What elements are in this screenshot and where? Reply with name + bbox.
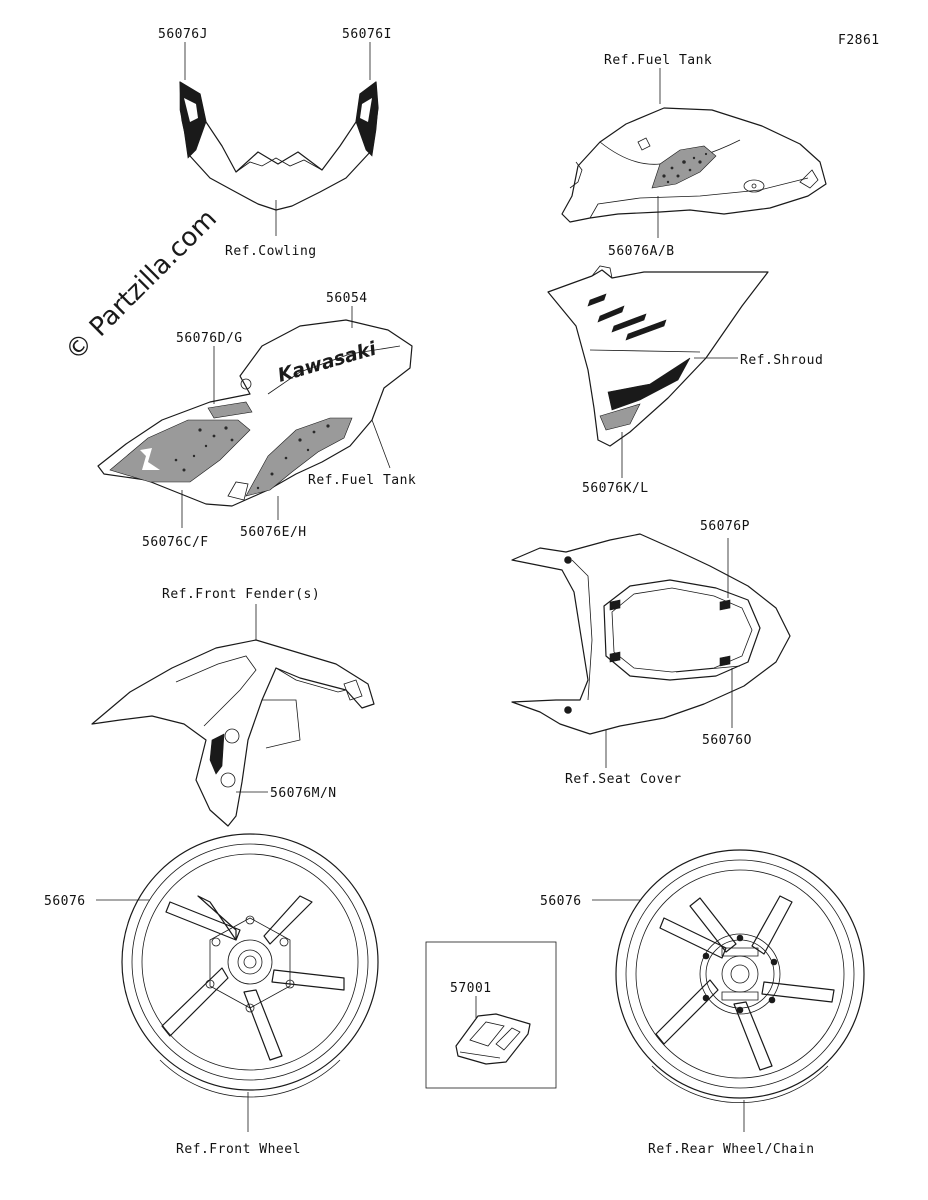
front-wheel-rim-outer	[121, 833, 379, 1091]
label-56076mn: 56076M/N	[270, 786, 337, 801]
label-56076kl: 56076K/L	[582, 481, 649, 496]
option-box	[425, 941, 557, 1089]
decal-56076ab	[651, 145, 717, 189]
label-57001: 57001	[450, 981, 492, 996]
rear-wheel-group: 56076 Ref.Rear Wheel/Chain	[540, 849, 865, 1157]
decal-56076o	[675, 665, 741, 673]
seat-insert	[603, 579, 761, 681]
label-56076eh: 56076E/H	[240, 525, 307, 540]
tank-side-decal-group: Kawasaki 56054 56076D/G Ref.Fuel Tank 56…	[97, 291, 416, 550]
label-56076j: 56076J	[158, 27, 208, 42]
front-fender-group: Ref.Front Fender(s) 56076M/N	[91, 587, 375, 827]
rear-wheel-rim-outer	[615, 849, 865, 1099]
cowling-outline	[179, 81, 379, 211]
figure-code: F2861	[838, 33, 880, 48]
seat-cover-group: 56076P 56076O Ref.Seat Cover	[511, 519, 791, 787]
label-56076p: 56076P	[700, 519, 750, 534]
label-56076cf: 56076C/F	[142, 535, 209, 550]
rear-wheel-spokes	[655, 895, 835, 1071]
label-ref-shroud: Ref.Shroud	[740, 353, 823, 368]
label-56076i: 56076I	[342, 27, 392, 42]
seat-cover-outline	[511, 533, 791, 735]
decal-56076cf	[109, 419, 251, 483]
label-56054: 56054	[326, 291, 368, 306]
decal-56076mn	[209, 733, 225, 775]
label-56076ab: 56076A/B	[608, 244, 675, 259]
label-56076dg: 56076D/G	[176, 331, 243, 346]
label-ref-cowling: Ref.Cowling	[225, 244, 317, 259]
tank-side-outline	[97, 319, 413, 507]
front-wheel-spokes	[161, 895, 345, 1061]
rear-wheel-rim-decal	[651, 1065, 829, 1104]
option-box-group: 57001	[425, 941, 557, 1089]
label-ref-rear-wheel: Ref.Rear Wheel/Chain	[648, 1142, 815, 1157]
decal-56076dg	[207, 401, 253, 419]
label-56076-front: 56076	[44, 894, 86, 909]
label-ref-front-fender: Ref.Front Fender(s)	[162, 587, 320, 602]
option-part-57001	[455, 1013, 531, 1065]
label-ref-fuel-tank-top: Ref.Fuel Tank	[604, 53, 712, 68]
label-ref-front-wheel: Ref.Front Wheel	[176, 1142, 301, 1157]
label-56076o: 56076O	[702, 733, 752, 748]
label-ref-fuel-tank-mid: Ref.Fuel Tank	[308, 473, 416, 488]
cowling-decal-group: 56076J 56076I Ref.Cowling	[158, 27, 392, 259]
fuel-tank-outline	[561, 107, 827, 223]
label-56076-rear: 56076	[540, 894, 582, 909]
decal-56054	[267, 345, 401, 395]
label-ref-seat-cover: Ref.Seat Cover	[565, 772, 682, 787]
fuel-tank-group: Ref.Fuel Tank 56076A/B	[561, 53, 827, 259]
shroud-group: Ref.Shroud 56076K/L	[547, 265, 823, 496]
decal-56076eh	[245, 417, 353, 497]
front-wheel-group: 56076 Ref.Front Wheel	[44, 833, 379, 1157]
decal-56076kl	[607, 357, 691, 411]
front-wheel-rim-decal	[159, 1059, 341, 1098]
